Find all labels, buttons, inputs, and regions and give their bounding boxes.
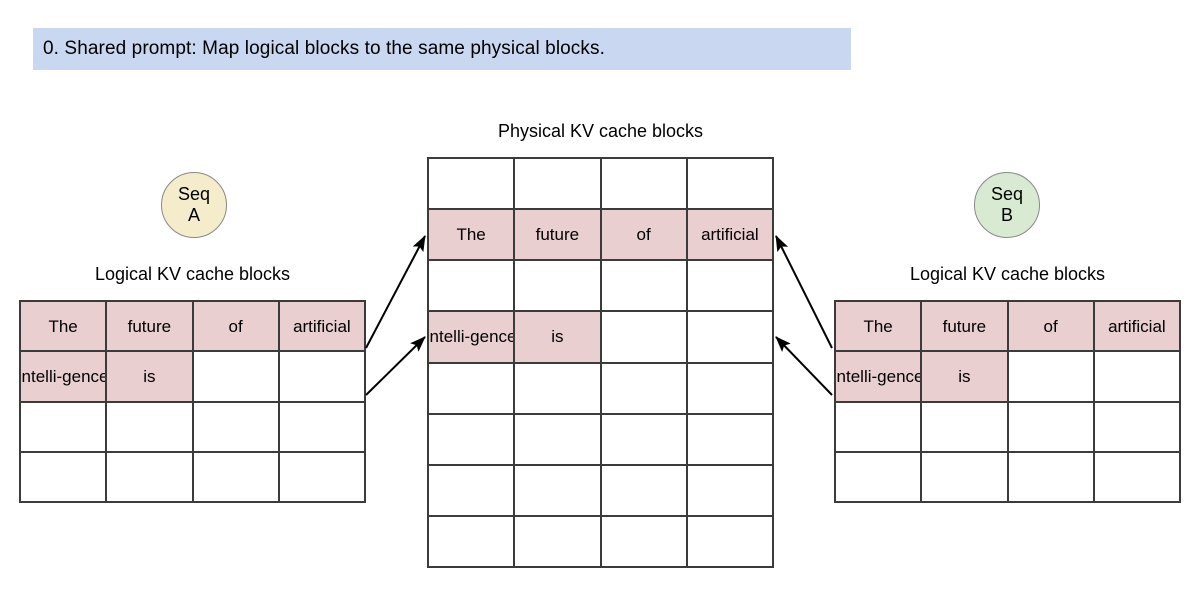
kv-block-empty <box>922 402 1009 453</box>
kv-block-empty <box>21 402 108 453</box>
kv-block-empty <box>601 465 688 517</box>
kv-block-empty <box>836 402 923 453</box>
kv-block-intelli-gence: intelli-gence <box>429 312 516 364</box>
kv-block-the: The <box>429 210 516 262</box>
kv-block-artificial: artificial <box>687 210 774 262</box>
seq-a-badge: Seq A <box>161 172 227 238</box>
kv-block-empty <box>687 363 774 415</box>
kv-block-empty <box>429 465 516 517</box>
kv-block-the: The <box>21 302 108 353</box>
kv-block-empty <box>1094 452 1181 503</box>
kv-block-empty <box>279 452 366 503</box>
kv-block-empty <box>687 516 774 568</box>
kv-block-the: The <box>836 302 923 353</box>
arrow-seq-b-block1-to-physical-row4 <box>775 336 833 396</box>
kv-block-empty <box>515 465 602 517</box>
arrow-seq-b-block0-to-physical-row2 <box>775 235 833 349</box>
arrow-seq-a-block0-to-physical-row2 <box>365 235 426 349</box>
kv-block-empty <box>429 261 516 313</box>
kv-block-future: future <box>107 302 194 353</box>
kv-block-of: of <box>193 302 280 353</box>
kv-block-empty <box>515 363 602 415</box>
kv-block-empty <box>601 363 688 415</box>
seq-a-label-line2: A <box>187 205 200 225</box>
kv-block-empty <box>429 159 516 211</box>
kv-block-is: is <box>515 312 602 364</box>
kv-block-empty <box>429 363 516 415</box>
shared-prompt-banner: 0. Shared prompt: Map logical blocks to … <box>33 28 851 70</box>
kv-block-empty <box>193 352 280 403</box>
kv-block-future: future <box>515 210 602 262</box>
kv-block-future: future <box>922 302 1009 353</box>
kv-block-artificial: artificial <box>279 302 366 353</box>
physical-blocks-caption: Physical KV cache blocks <box>497 121 704 141</box>
kv-block-empty <box>1008 452 1095 503</box>
shared-prompt-text: 0. Shared prompt: Map logical blocks to … <box>43 38 605 59</box>
kv-block-empty <box>515 516 602 568</box>
seq-a-label-line1: Seq <box>177 184 211 204</box>
kv-block-empty <box>515 159 602 211</box>
seq-b-badge: Seq B <box>974 172 1040 238</box>
kv-block-of: of <box>1008 302 1095 353</box>
kv-block-of: of <box>601 210 688 262</box>
kv-block-empty <box>922 452 1009 503</box>
kv-block-empty <box>601 312 688 364</box>
seq-b-label-line2: B <box>1000 205 1013 225</box>
kv-block-empty <box>1094 402 1181 453</box>
kv-block-empty <box>429 414 516 466</box>
kv-block-empty <box>1008 402 1095 453</box>
kv-block-empty <box>1008 352 1095 403</box>
kv-block-empty <box>601 516 688 568</box>
kv-block-empty <box>687 312 774 364</box>
seq-b-label-line1: Seq <box>990 184 1024 204</box>
kv-block-empty <box>193 452 280 503</box>
kv-block-empty <box>687 465 774 517</box>
kv-block-empty <box>601 414 688 466</box>
kv-block-empty <box>836 452 923 503</box>
kv-block-empty <box>279 352 366 403</box>
kv-block-artificial: artificial <box>1094 302 1181 353</box>
kv-block-empty <box>601 261 688 313</box>
kv-block-empty <box>515 261 602 313</box>
seq-a-logical-blocks-caption: Logical KV cache blocks <box>94 264 291 284</box>
kv-block-is: is <box>922 352 1009 403</box>
kv-block-empty <box>193 402 280 453</box>
arrow-seq-a-block1-to-physical-row4 <box>365 336 426 396</box>
kv-block-empty <box>601 159 688 211</box>
kv-block-empty <box>279 402 366 453</box>
kv-block-empty <box>687 414 774 466</box>
kv-block-empty <box>687 261 774 313</box>
kv-block-empty <box>515 414 602 466</box>
kv-block-empty <box>687 159 774 211</box>
seq-b-logical-blocks-caption: Logical KV cache blocks <box>909 264 1106 284</box>
kv-block-empty <box>107 452 194 503</box>
kv-block-empty <box>21 452 108 503</box>
kv-block-intelli-gence: intelli-gence <box>21 352 108 403</box>
kv-block-is: is <box>107 352 194 403</box>
kv-block-empty <box>107 402 194 453</box>
kv-block-empty <box>1094 352 1181 403</box>
kv-block-intelli-gence: intelli-gence <box>836 352 923 403</box>
kv-block-empty <box>429 516 516 568</box>
